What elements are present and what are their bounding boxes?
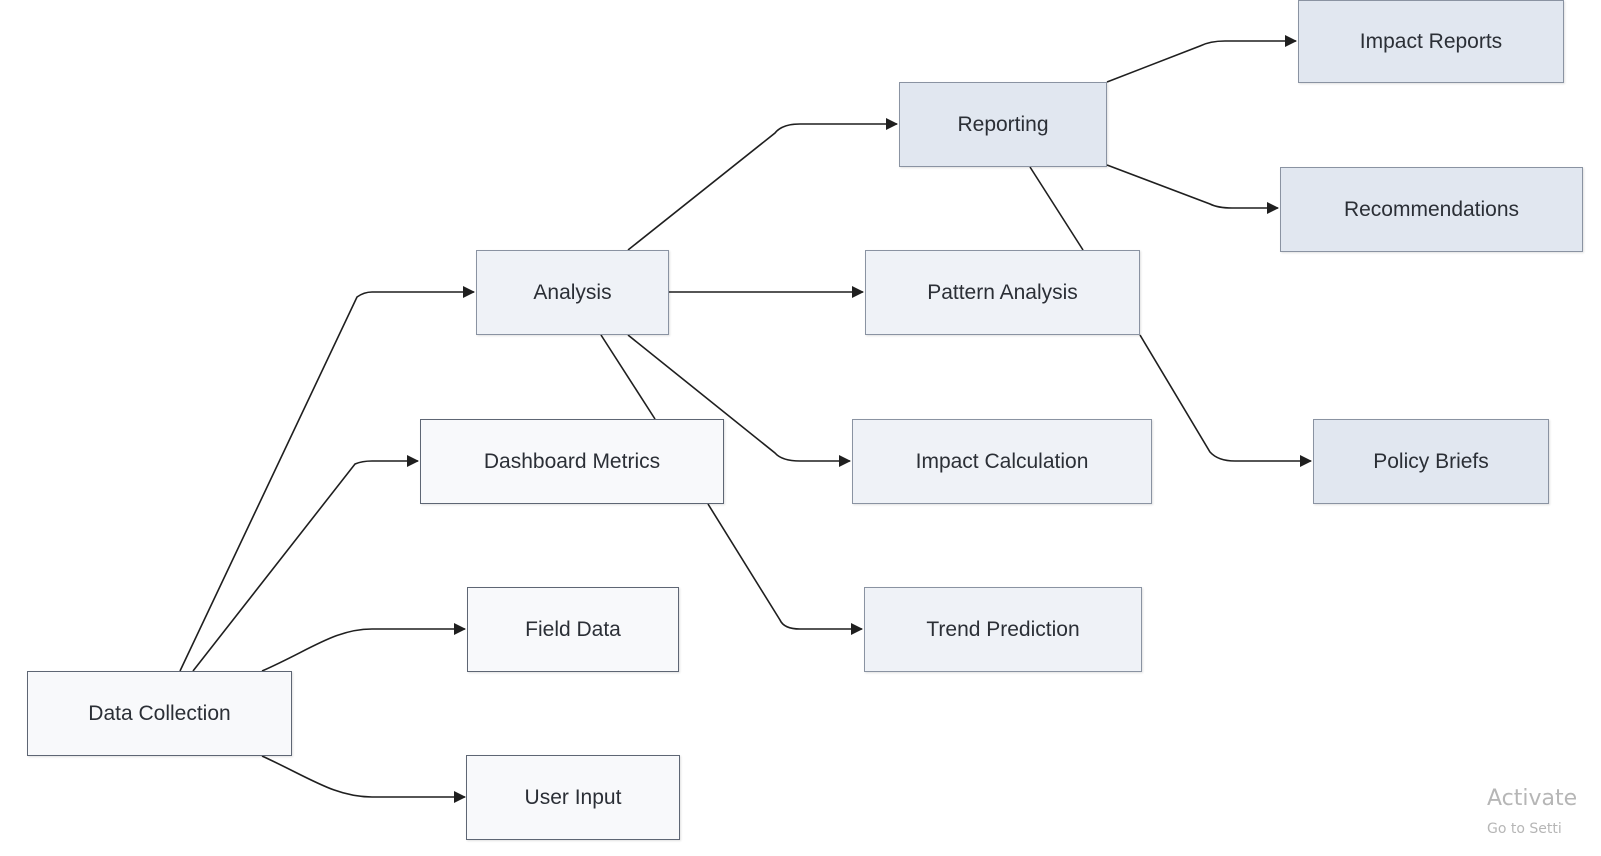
edge-data-collection-to-user-input	[261, 755, 466, 803]
node-pattern-analysis: Pattern Analysis	[865, 250, 1140, 335]
node-label: Dashboard Metrics	[483, 449, 661, 473]
edge-data-collection-to-field-data	[261, 623, 466, 672]
node-dashboard-metrics: Dashboard Metrics	[420, 419, 724, 504]
watermark-title: Activate	[1487, 786, 1578, 811]
node-policy-briefs: Policy Briefs	[1313, 419, 1549, 504]
edge-reporting-to-pattern-analysis	[1029, 166, 1084, 251]
edge-analysis-to-dashboard-metrics	[600, 334, 656, 420]
edge-pattern-analysis-to-policy-briefs	[1139, 334, 1312, 467]
watermark-subtitle: Go to Setti	[1487, 821, 1562, 837]
node-label: Impact Calculation	[915, 449, 1089, 473]
node-impact-calculation: Impact Calculation	[852, 419, 1152, 504]
node-reporting: Reporting	[899, 82, 1107, 167]
node-label: Reporting	[957, 112, 1049, 136]
edge-analysis-to-reporting	[627, 118, 898, 251]
edge-reporting-to-recommendations	[1106, 164, 1279, 214]
node-label: Recommendations	[1343, 197, 1520, 221]
node-label: Trend Prediction	[926, 617, 1080, 641]
node-label: Policy Briefs	[1373, 449, 1489, 473]
node-analysis: Analysis	[476, 250, 669, 335]
node-label: Data Collection	[88, 701, 231, 725]
edge-reporting-to-impact-reports	[1106, 35, 1297, 83]
node-recommendations: Recommendations	[1280, 167, 1583, 252]
node-label: Field Data	[525, 617, 621, 641]
node-label: Pattern Analysis	[927, 280, 1078, 304]
node-field-data: Field Data	[467, 587, 679, 672]
node-data-collection: Data Collection	[27, 671, 292, 756]
edge-dashboard-metrics-to-trend-prediction	[707, 503, 863, 635]
node-impact-reports: Impact Reports	[1298, 0, 1564, 83]
edge-data-collection-to-analysis	[179, 286, 475, 672]
edge-analysis-to-impact-calculation	[627, 334, 851, 467]
node-label: Impact Reports	[1359, 29, 1503, 53]
node-trend-prediction: Trend Prediction	[864, 587, 1142, 672]
edge-data-collection-to-dashboard-metrics	[192, 455, 419, 672]
node-label: Analysis	[533, 280, 612, 304]
node-user-input: User Input	[466, 755, 680, 840]
node-label: User Input	[524, 785, 622, 809]
